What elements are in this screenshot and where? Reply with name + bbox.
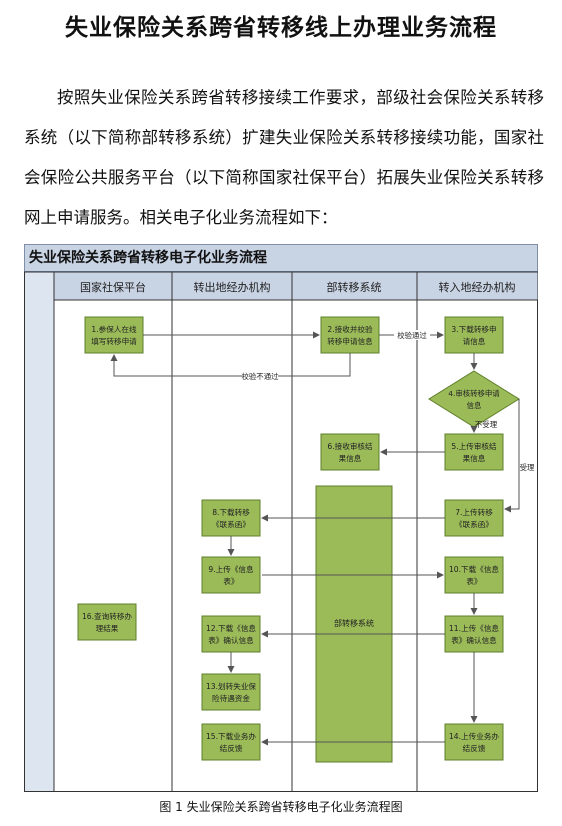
flow-node-n6-line1: 6.接收审核结 xyxy=(327,441,373,451)
lane-header xyxy=(416,271,538,301)
lane-header xyxy=(291,271,418,301)
flow-node-n13-line2: 险待遇资金 xyxy=(212,693,250,703)
flow-node-n8 xyxy=(201,499,261,537)
flow-node-n2 xyxy=(320,316,380,354)
edge-label-pass-bg xyxy=(394,330,430,340)
edge-label-pass: 校验通过 xyxy=(397,331,427,340)
flowchart-title: 失业保险关系跨省转移电子化业务流程 xyxy=(24,244,538,272)
flow-node-n2-line1: 2.接收并校验 xyxy=(327,324,373,334)
flow-node-n16-line1: 16.查询转移办 xyxy=(82,611,132,621)
intro-text: 按照失业保险关系跨省转移接续工作要求，部级社会保险关系转移系统（以下简称部转移系… xyxy=(24,88,544,227)
flow-node-n4-line1: 4.审核转移申请 xyxy=(448,389,500,398)
flow-node-n4-line2: 信息 xyxy=(467,401,482,410)
flow-node-n8-line1: 8.下载转移 xyxy=(212,507,250,517)
flow-node-n5-line1: 5.上传审核结 xyxy=(451,441,497,451)
intro-paragraph: 按照失业保险关系跨省转移接续工作要求，部级社会保险关系转移系统（以下简称部转移系… xyxy=(24,78,544,238)
flow-node-n3 xyxy=(444,316,504,354)
flow-node-n12-line1: 12.下载《信息 xyxy=(206,623,256,633)
flow-node-n16 xyxy=(77,603,137,641)
flow-node-n9-line1: 9.上传《信息 xyxy=(208,564,254,574)
flow-node-n5-line2: 果信息 xyxy=(463,453,486,463)
flow-node-n10 xyxy=(444,556,504,594)
flow-node-n10-line1: 10.下载《信息 xyxy=(449,564,499,574)
flow-node-n14-line1: 14.上传业务办 xyxy=(449,731,499,741)
flow-node-n12 xyxy=(201,615,261,653)
flow-system-box-label: 部转移系统 xyxy=(334,618,374,628)
flow-node-n14-line2: 结反馈 xyxy=(463,743,486,753)
edge-label-reject: 不受理 xyxy=(475,420,498,429)
flowchart-canvas: 国家社保平台转出地经办机构部转移系统转入地经办机构1.参保人在线填写转移申请2.… xyxy=(24,271,538,792)
flow-node-n3-line2: 请信息 xyxy=(463,336,486,346)
flow-node-n13-line1: 13.划转失业保 xyxy=(206,681,256,691)
flow-node-n9-line2: 表》 xyxy=(223,576,238,586)
flow-node-n15-line1: 15.下载业务办 xyxy=(206,731,256,741)
flow-node-n16-line2: 理结果 xyxy=(96,623,119,633)
lane-header xyxy=(171,271,293,301)
flow-node-n14 xyxy=(444,723,504,761)
flow-node-n11-line1: 11.上传《信息 xyxy=(449,623,499,633)
lane-header-label: 部转移系统 xyxy=(327,280,382,294)
lane-header-label: 转出地经办机构 xyxy=(194,280,271,294)
flow-node-n4 xyxy=(428,370,520,428)
flow-node-n1-line2: 填写转移申请 xyxy=(91,336,137,346)
edge-label-fail: 校验不通过 xyxy=(242,372,280,381)
flow-node-n11 xyxy=(444,615,504,653)
edge-2-1-fail xyxy=(110,353,351,377)
flow-node-n10-line2: 表》 xyxy=(466,576,481,586)
flow-node-n7-line1: 7.上传转移 xyxy=(455,507,493,517)
flow-node-n11-line2: 表》确认信息 xyxy=(451,635,497,645)
flow-node-n8-line2: 《联系函》 xyxy=(212,519,250,529)
lane-header-label: 国家社保平台 xyxy=(80,280,146,294)
flow-node-n7 xyxy=(444,499,504,537)
flow-node-n13 xyxy=(201,673,261,711)
page-title: 失业保险关系跨省转移线上办理业务流程 xyxy=(65,14,497,41)
edge-label-accept: 受理 xyxy=(520,463,535,472)
flowchart: 失业保险关系跨省转移电子化业务流程 国家社保平台转出地经办机构部转移系统转入地经… xyxy=(24,244,538,792)
lane-gutter xyxy=(24,271,55,792)
flow-system-box xyxy=(315,485,393,763)
flow-node-n1-line1: 1.参保人在线 xyxy=(91,324,137,334)
flow-node-n5 xyxy=(444,433,504,471)
flow-node-n7-line2: 《联系函》 xyxy=(455,519,493,529)
flow-node-n12-line2: 表》确认信息 xyxy=(208,635,254,645)
flow-node-n15-line2: 结反馈 xyxy=(220,743,243,753)
lane-header-label: 转入地经办机构 xyxy=(439,280,516,294)
flow-node-n9 xyxy=(201,556,261,594)
flow-node-n6-line2: 果信息 xyxy=(339,453,362,463)
flow-node-n15 xyxy=(201,723,261,761)
edge-4-7-accept xyxy=(504,399,520,513)
flow-node-n6 xyxy=(320,433,380,471)
flow-node-n1 xyxy=(84,316,144,354)
flow-node-n3-line1: 3.下载转移申 xyxy=(451,324,496,334)
edge-label-fail-bg xyxy=(242,371,278,381)
lane-header xyxy=(53,271,173,301)
figure-caption: 图 1 失业保险关系跨省转移电子化业务流程图 xyxy=(159,800,403,814)
flow-node-n2-line2: 转移申请信息 xyxy=(327,336,373,346)
